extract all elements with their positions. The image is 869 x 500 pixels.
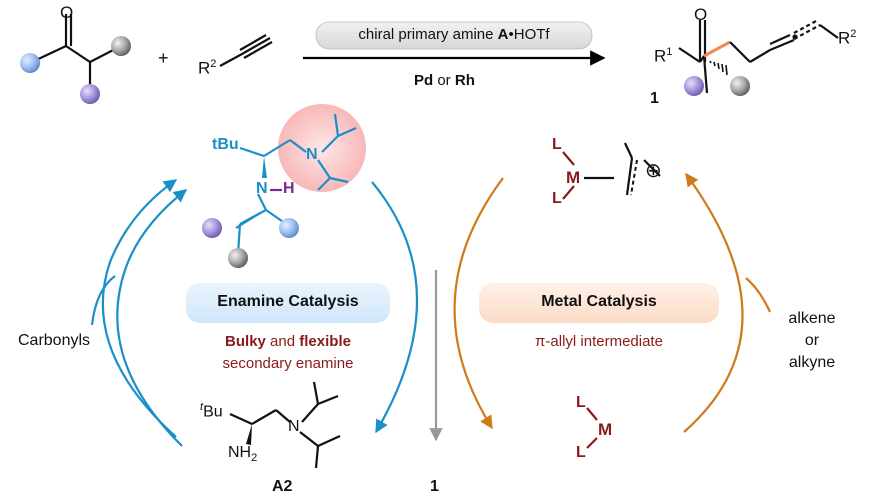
new-cc-bond (703, 40, 731, 58)
conditions-pill (315, 21, 593, 50)
product-r2-label: R2 (838, 28, 856, 49)
enamine-tbu-label: tBu (212, 136, 239, 153)
pd-rh-or: or (437, 72, 451, 89)
a2-n-label: N (288, 418, 300, 435)
alkyne-r-sup: 2 (210, 58, 217, 70)
carbonyls-label: Carbonyls (18, 332, 91, 349)
and-word: and (265, 333, 300, 350)
secondary-enamine-label: secondary enamine (222, 355, 354, 372)
enamine-blue-ball (279, 218, 299, 238)
gray-substituent-ball (111, 36, 131, 56)
purple-substituent-ball (80, 84, 100, 104)
center-product-label: 1 (430, 478, 439, 495)
a2-nh2-label: NH2 (228, 444, 257, 464)
conditions-suffix: •HOTf (508, 26, 550, 43)
metal-ligand-bond-bottom (562, 185, 575, 200)
metal-complex-m: M (566, 168, 581, 187)
a2-nh: NH (228, 444, 252, 461)
product-oxygen: O (694, 5, 708, 24)
product-chain-bond (729, 41, 751, 63)
enamine-catalysis-title: Enamine Catalysis (217, 293, 359, 310)
enamine-wedge-bond (262, 156, 267, 178)
product-gray-ball (730, 76, 750, 96)
pi-allyl-charge: ⊕ (645, 160, 662, 182)
ketone-oxygen: O (60, 3, 74, 22)
a2-nh-sub: 2 (251, 452, 258, 465)
allene-dashed-bond (793, 24, 821, 40)
alkene-entry-arrow (745, 277, 772, 313)
enamine-descriptor: Bulky and flexible (196, 333, 380, 350)
metal-ligand-bond-top (562, 151, 575, 166)
enamine-ring-n: N (306, 146, 318, 163)
enamine-purple-ball (202, 218, 222, 238)
a2-compound-label: A2 (272, 478, 293, 495)
alkyne-r2-label: R2 (198, 58, 216, 79)
pd-label: Pd (414, 72, 434, 89)
a2-tbu-label: tBu (200, 401, 223, 421)
enamine-nh-h: H (283, 180, 295, 197)
allene-center-dot (792, 34, 798, 40)
bottom-metal-ligand-top (586, 407, 598, 421)
pi-allyl-dashed-bond (630, 159, 638, 196)
a2-wedge-bond (246, 424, 252, 445)
bottom-metal-l-top: L (576, 394, 586, 411)
product-purple-ball (684, 76, 704, 96)
conditions-text: chiral primary amine A•HOTf (316, 26, 592, 43)
metal-cycle-right-arrow (683, 172, 744, 433)
plus-sign: + (158, 48, 169, 68)
product-r2-sup: 2 (850, 28, 857, 40)
catalyst-line: Pd or Rh (414, 72, 475, 89)
product-number-label: 1 (650, 90, 659, 107)
blue-substituent-ball (20, 53, 40, 73)
product-r1-letter: R (654, 46, 667, 66)
metal-catalysis-pill (479, 283, 719, 323)
bottom-metal-l-bottom: L (576, 444, 586, 461)
ketone-substrate (31, 14, 122, 92)
product-r2-letter: R (838, 28, 851, 48)
enamine-to-a2-arrow (371, 181, 419, 434)
pi-allyl-complex (584, 142, 661, 196)
enamine-nh-n: N (256, 180, 268, 197)
product-r1-label: R1 (654, 46, 672, 67)
flexible-word: flexible (299, 333, 351, 350)
rh-label: Rh (454, 72, 475, 89)
carbonyls-entry-arrow (90, 275, 116, 326)
metal-cycle-left-arrow (453, 177, 504, 430)
conditions-prefix: chiral primary amine (358, 26, 498, 43)
alkyne-substrate (219, 34, 273, 67)
bulky-group-highlight (278, 104, 366, 192)
alkene-alkyne-or-label: or (804, 332, 820, 349)
bottom-metal-m: M (598, 420, 613, 439)
bottom-metal-ligand-bottom (586, 437, 598, 449)
enamine-catalysis-pill (186, 283, 390, 323)
a2-t-sup: t (200, 401, 204, 413)
enamine-cycle-outer-arrow (101, 179, 178, 438)
enamine-cycle-inner-arrow (116, 189, 188, 447)
alkyne-r-letter: R (198, 58, 211, 78)
conditions-catalyst-bold: A (497, 26, 509, 43)
metal-complex-l-bottom: L (552, 190, 562, 207)
product-skeleton (678, 20, 839, 94)
catalyst-a2-structure (229, 381, 341, 469)
enamine-structure (235, 113, 357, 255)
enamine-gray-ball (228, 248, 248, 268)
alkyne-label: alkyne (788, 354, 836, 371)
alkene-label: alkene (788, 310, 836, 327)
metal-catalysis-title: Metal Catalysis (541, 293, 657, 310)
a2-bu: Bu (203, 403, 223, 421)
allene-dashed-bond-2 (793, 19, 819, 34)
bulky-word: Bulky (225, 333, 266, 350)
pi-allyl-intermediate-label: π-allyl intermediate (535, 333, 663, 350)
metal-complex-l-top: L (552, 136, 562, 153)
product-r1-sup: 1 (666, 46, 673, 58)
product-hashed-bond (709, 60, 728, 76)
